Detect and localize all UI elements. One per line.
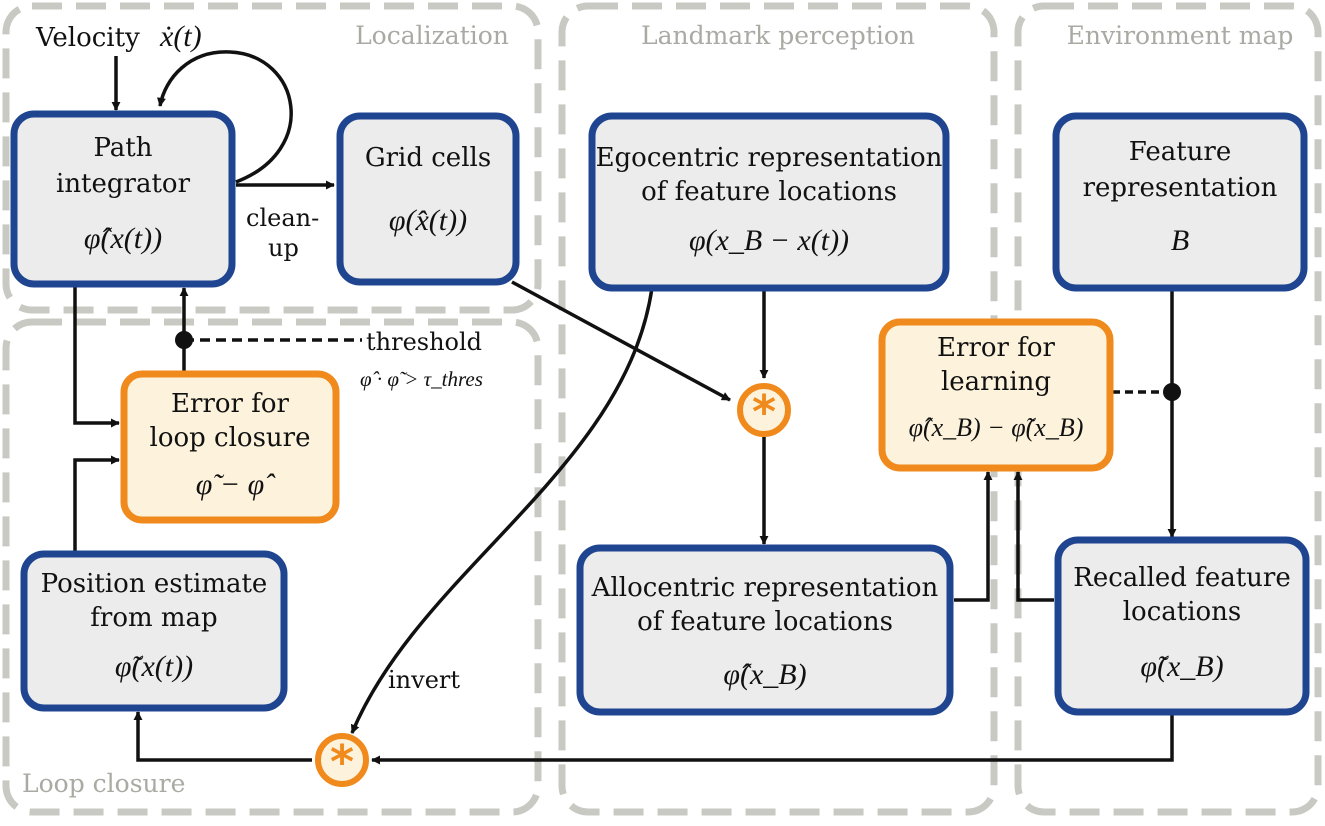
recalled-line1: Recalled feature (1073, 563, 1290, 593)
threshold-formula: φ̂ · φ̃ > τ_thres (360, 367, 483, 391)
path-integrator-line2: integrator (56, 169, 191, 199)
path-integrator-formula: φ̂(x(t)) (84, 222, 162, 255)
arrow-path-to-error (73, 282, 120, 428)
region-label-landmark: Landmark perception (641, 21, 915, 50)
error-loop-line2: loop closure (150, 423, 311, 453)
error-learning-box: Error for learning φ̂(x_B) − φ̃(x_B) (878, 318, 1114, 472)
feature-rep-line2: representation (1083, 173, 1278, 203)
grid-cells-box: Grid cells φ(x̂(t)) (336, 112, 520, 286)
binding-operator-bottom: * (315, 733, 369, 789)
allocentric-line2: of feature locations (637, 607, 893, 637)
arrow-invert-curve (350, 287, 654, 734)
path-integrator-line1: Path (93, 133, 152, 163)
arrow-allo-to-learning (954, 471, 993, 602)
threshold-dot (175, 331, 193, 349)
arrow-recalled-to-learning (1013, 471, 1054, 602)
binding-operator-top-symbol: * (752, 385, 776, 439)
position-estimate-box: Position estimate from map φ̃(x(t)) (20, 550, 288, 712)
recalled-box: Recalled feature locations φ̃(x_B) (1054, 536, 1310, 716)
feature-representation-box: Feature representation B (1052, 112, 1308, 292)
feature-rep-line1: Feature (1129, 137, 1232, 167)
grid-cells-formula: φ(x̂(t)) (389, 204, 467, 237)
error-learning-formula: φ̂(x_B) − φ̃(x_B) (909, 413, 1084, 442)
binding-operator-bottom-symbol: * (330, 735, 354, 789)
cleanup-label-line1: clean- (246, 204, 319, 232)
allocentric-box: Allocentric representation of feature lo… (576, 544, 954, 716)
binding-operator-top: * (737, 383, 791, 439)
velocity-symbol: ẋ(t) (159, 20, 202, 53)
region-label-loop-closure: Loop closure (22, 769, 185, 798)
allocentric-formula: φ̂(x_B) (723, 658, 806, 691)
invert-label: invert (388, 666, 460, 694)
egocentric-line2: of feature locations (641, 177, 897, 207)
path-integrator-box: Path integrator φ̂(x(t)) (10, 110, 236, 288)
region-localization (2, 2, 542, 314)
arrow-position-to-error (73, 455, 120, 552)
cleanup-label-line2: up (268, 234, 299, 262)
egocentric-line1: Egocentric representation (596, 143, 943, 173)
error-loop-formula: φ̃ − φ̂ (196, 468, 276, 501)
arrow-recalled-to-bind (371, 712, 1174, 765)
learning-dot (1163, 383, 1181, 401)
position-estimate-formula: φ̃(x(t)) (115, 650, 193, 683)
threshold-label: threshold (366, 328, 482, 356)
egocentric-formula: φ(x_B − x(t)) (689, 224, 849, 257)
feature-rep-formula: B (1171, 224, 1189, 257)
error-loop-closure-box: Error for loop closure φ̃ − φ̂ (120, 370, 340, 524)
region-label-environment: Environment map (1067, 21, 1294, 50)
velocity-label: Velocity (35, 23, 140, 53)
region-environment-map (1014, 2, 1322, 816)
position-estimate-line1: Position estimate (41, 569, 268, 599)
grid-cells-label: Grid cells (365, 143, 491, 173)
error-loop-line1: Error for (171, 389, 289, 419)
error-learning-line1: Error for (937, 333, 1055, 363)
region-label-localization: Localization (355, 21, 509, 50)
arrow-bind-to-position (133, 711, 312, 762)
arrow-self-loop (157, 50, 293, 184)
arrow-grid-to-bind (511, 280, 731, 402)
recalled-line2: locations (1123, 597, 1242, 627)
allocentric-line1: Allocentric representation (591, 573, 939, 603)
region-loop-closure (2, 318, 542, 816)
connectors (73, 50, 1177, 765)
recalled-formula: φ̃(x_B) (1140, 650, 1223, 683)
egocentric-box: Egocentric representation of feature loc… (588, 112, 950, 292)
error-learning-line2: learning (941, 367, 1051, 397)
position-estimate-line2: from map (90, 603, 217, 633)
